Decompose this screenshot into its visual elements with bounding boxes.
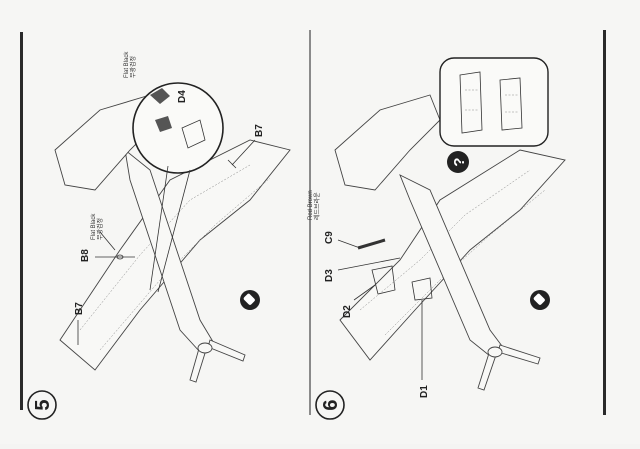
part-label-b8: B8 [80,249,91,262]
question-mark-icon [447,151,469,173]
step-6-number-circle [315,390,345,420]
detail-callout-box [439,57,549,147]
part-label-d3: D3 [324,269,335,282]
detail-callout-circle [132,82,224,174]
part-d2-shape [371,265,396,295]
part-label-d1: D1 [419,385,430,398]
right-border-bar [603,30,606,415]
step-6-number: 6 [320,399,342,410]
part-c9-shape [357,238,386,250]
part-label-b7-right: B7 [254,124,265,137]
step-6-panel: C9 D3 D2 D1 Red Brown 레드브라운 ? 6 [308,57,566,420]
step-5-panel: D4 B8 B7 B7 Flat Black 무광검정 Flat Black 무… [27,51,291,420]
left-border-bar [20,32,23,410]
step-5-number: 5 [32,399,54,410]
part-label-d4: D4 [177,90,188,103]
paint-note-step6-ko: 레드브라운 [313,192,321,220]
part-d4-shape [150,88,170,104]
part-label-d2: D2 [342,305,353,318]
part-label-c9: C9 [324,231,335,244]
paint-note-step5-b-ko: 무광검정 [130,56,137,78]
paint-note-step5-a-en: Flat Black [91,213,97,240]
paint-note-step5-b-en: Flat Black [124,51,130,78]
svg-text:?: ? [451,157,468,166]
aircraft-drawing-step-6 [334,94,566,391]
paint-note-step5-a-ko: 무광검정 [97,218,104,240]
part-d1-shape [411,277,433,301]
part-label-b7-left: B7 [74,302,85,315]
step-5-number-circle [27,390,57,420]
paint-note-step6-en: Red Brown [308,190,314,220]
